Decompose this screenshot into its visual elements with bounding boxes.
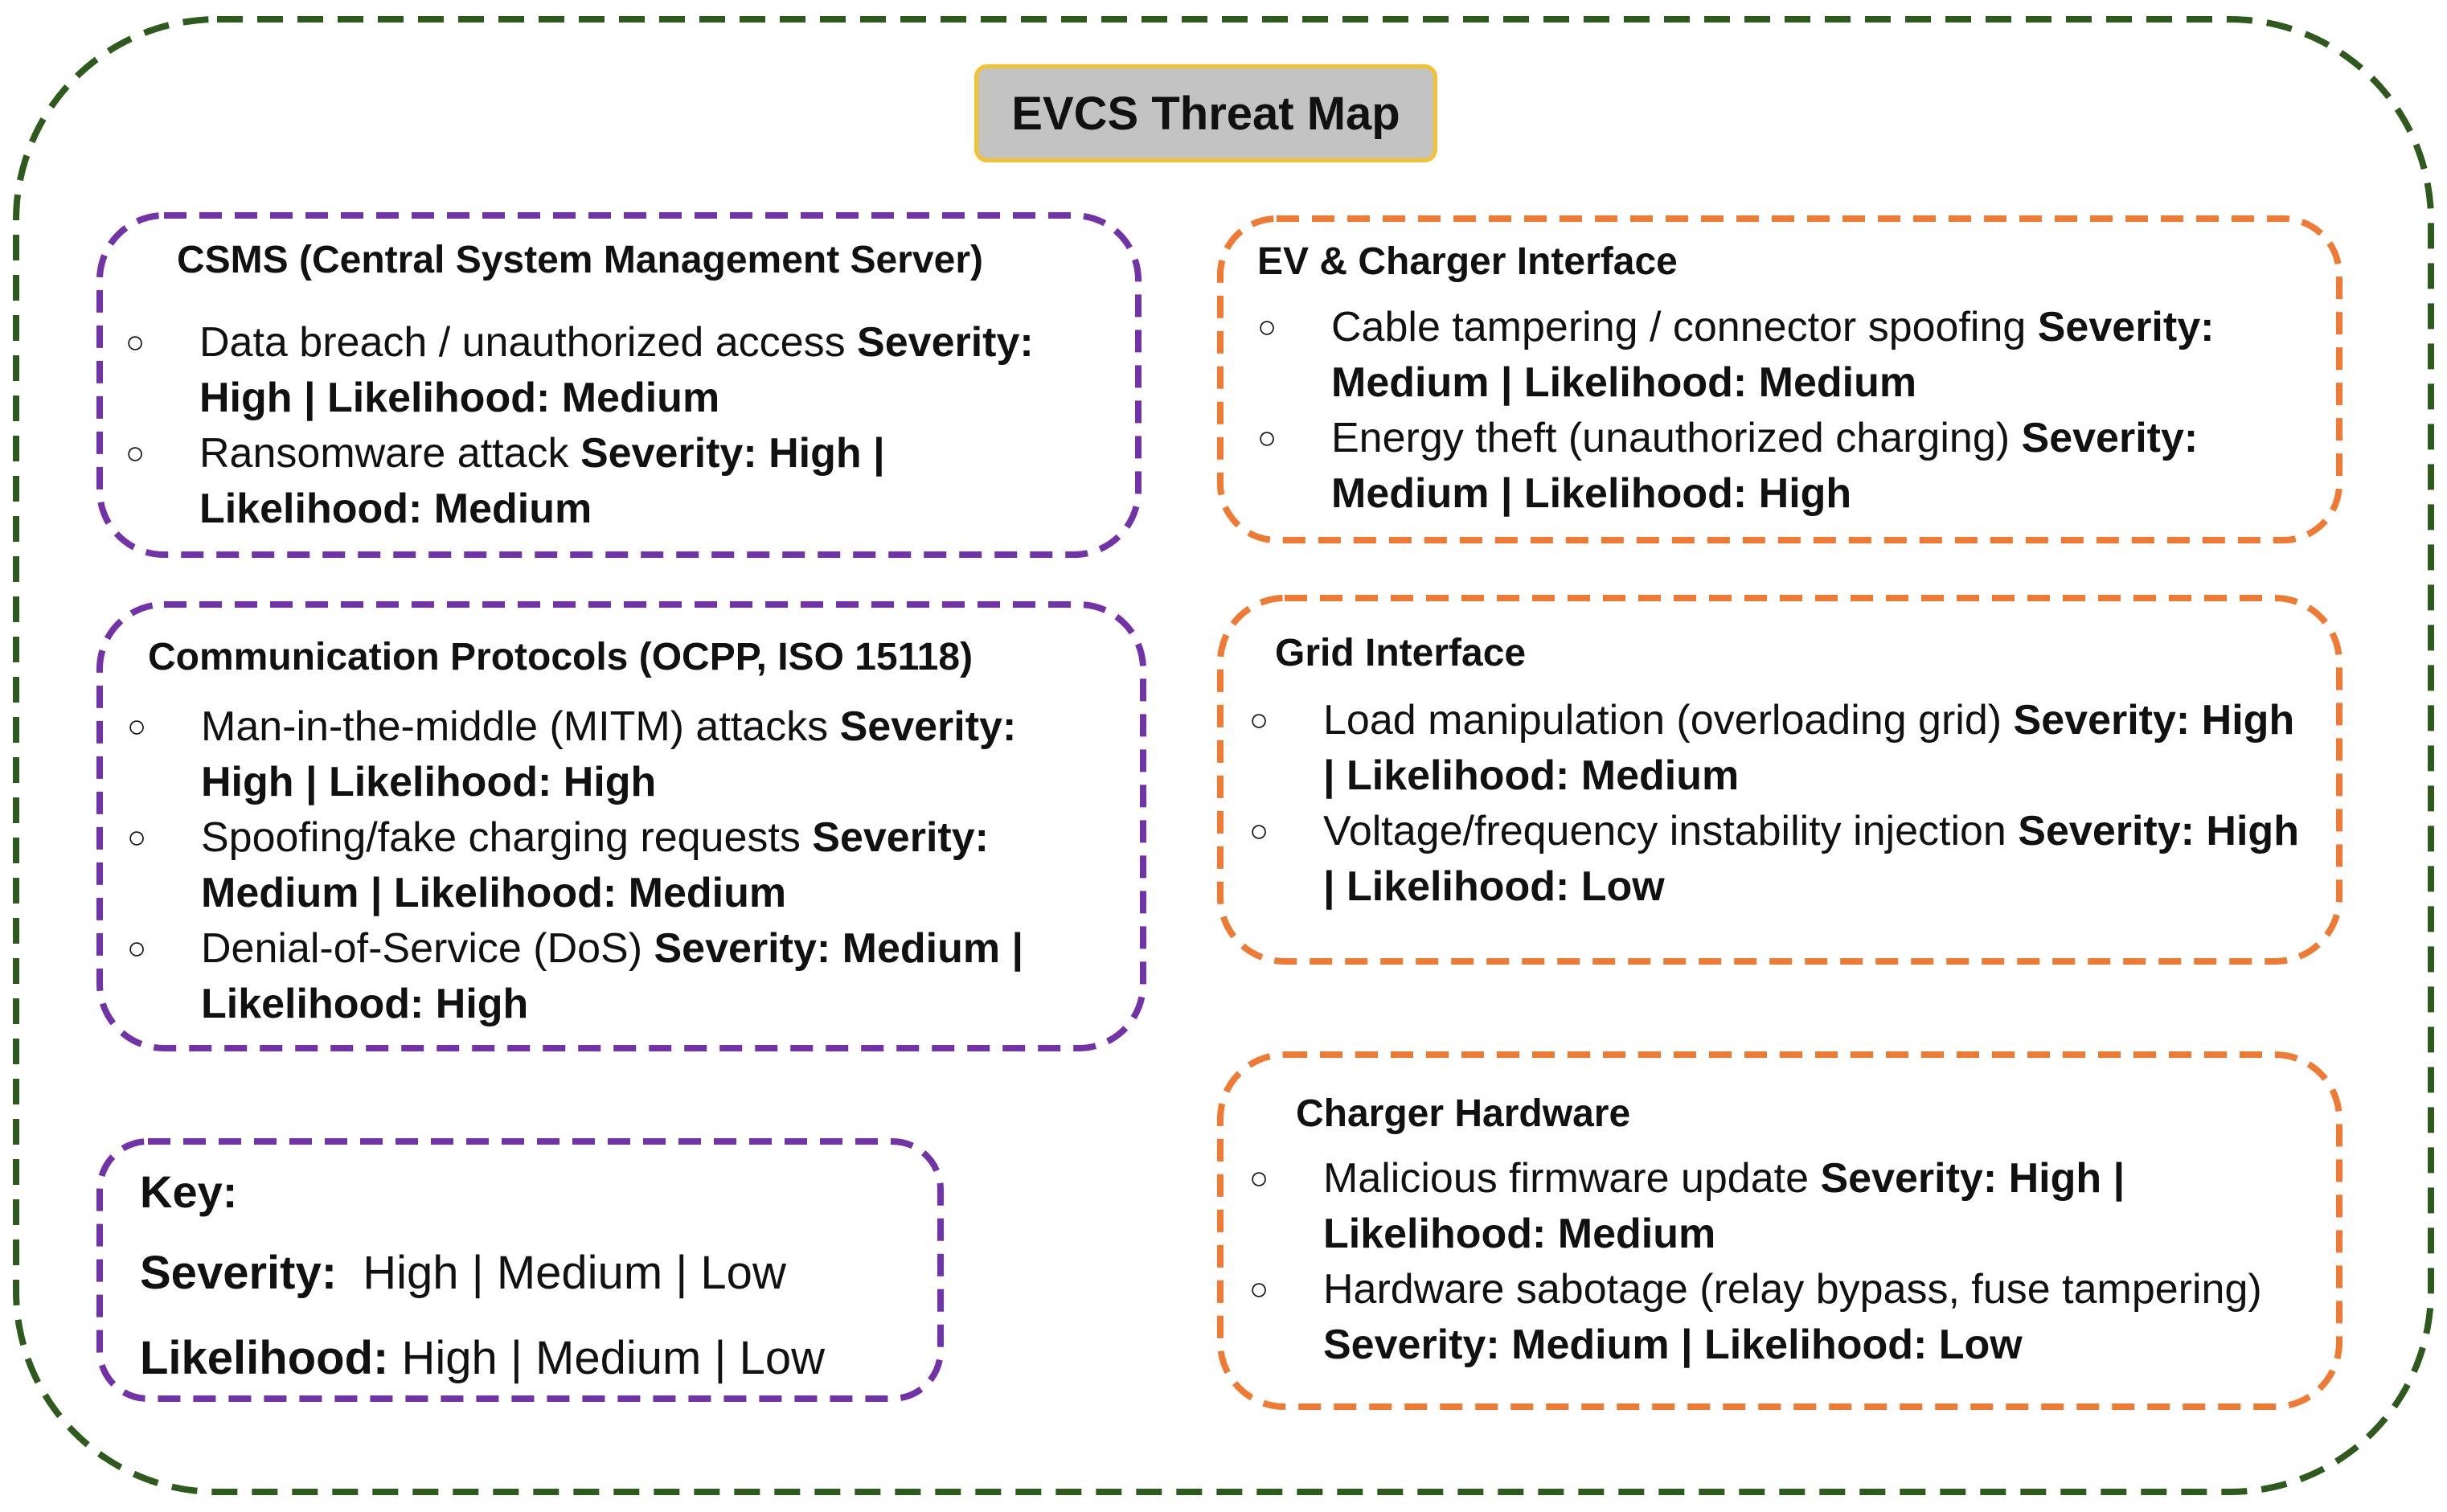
ev-heading: EV & Charger Interface	[1257, 240, 1678, 283]
list-item: ○ Voltage/frequency instability injection…	[1249, 804, 2312, 915]
bullet-icon: ○	[127, 709, 147, 744]
comm-heading: Communication Protocols (OCPP, ISO 15118…	[148, 636, 973, 678]
list-item: ○ Spoofing/fake charging requests Severit…	[127, 810, 1109, 921]
bullet-icon: ○	[1249, 813, 1269, 849]
bullet-icon: ○	[1257, 420, 1277, 456]
csms-box-border	[96, 212, 1142, 558]
threat-text: Ransomware attack	[199, 430, 580, 477]
list-item: ○ Man-in-the-middle (MITM) attacks Severi…	[127, 699, 1109, 810]
bullet-icon: ○	[1257, 309, 1277, 345]
grid-threat-list: ○ Load manipulation (overloading grid) Se…	[1249, 693, 2312, 915]
ev-threat-list: ○ Cable tampering / connector spoofing Se…	[1257, 300, 2312, 522]
ev-box-border	[1217, 215, 2342, 543]
key-severity-label: Severity:	[140, 1247, 338, 1299]
threat-text: Data breach / unauthorized access	[199, 319, 858, 366]
key-likelihood-label: Likelihood:	[140, 1332, 389, 1384]
threat-rating: Severity: High | Likelihood: Medium	[199, 430, 885, 532]
bullet-icon: ○	[1249, 703, 1269, 738]
list-item: ○ Data breach / unauthorized access Sever…	[125, 315, 1108, 426]
csms-heading: CSMS (Central System Management Server)	[177, 239, 983, 281]
bullet-icon: ○	[127, 931, 147, 966]
list-item: ○ Hardware sabotage (relay bypass, fuse t…	[1249, 1262, 2320, 1373]
threat-rating: Severity: Medium | Likelihood: Medium	[1331, 304, 2215, 406]
threat-text: Man-in-the-middle (MITM) attacks	[201, 703, 840, 750]
key-likelihood-values: High | Medium | Low	[401, 1332, 826, 1384]
outer-frame	[13, 16, 2434, 1495]
list-item: ○ Load manipulation (overloading grid) Se…	[1249, 693, 2312, 804]
threat-rating: Severity: High | Likelihood: Low	[1323, 808, 2299, 910]
list-item: ○ Malicious firmware update Severity: Hig…	[1249, 1151, 2320, 1262]
list-item: ○ Cable tampering / connector spoofing Se…	[1257, 300, 2312, 411]
threat-rating: Severity: Medium | Likelihood: High	[1331, 415, 2199, 517]
bullet-icon: ○	[125, 325, 146, 360]
threat-rating: Severity: High | Likelihood: Medium	[1323, 697, 2295, 799]
key-severity-row: Severity: High | Medium | Low	[140, 1246, 786, 1300]
hardware-threat-list: ○ Malicious firmware update Severity: Hig…	[1249, 1151, 2320, 1373]
key-box-border	[96, 1138, 944, 1402]
hardware-box-border	[1217, 1051, 2342, 1410]
threat-rating: Severity: High | Likelihood: Medium	[199, 319, 1034, 421]
key-title: Key:	[140, 1166, 238, 1217]
bullet-icon: ○	[1249, 1272, 1269, 1307]
threat-rating: Severity: Medium | Likelihood: High	[201, 925, 1024, 1027]
comm-threat-list: ○ Man-in-the-middle (MITM) attacks Severi…	[127, 699, 1109, 1032]
hardware-heading: Charger Hardware	[1296, 1092, 1631, 1135]
threat-text: Hardware sabotage (relay bypass, fuse ta…	[1323, 1266, 2262, 1313]
bullet-icon: ○	[1249, 1161, 1269, 1196]
list-item: ○ Ransomware attack Severity: High | Like…	[125, 426, 1108, 537]
threat-text: Cable tampering / connector spoofing	[1331, 304, 2038, 350]
grid-box-border	[1217, 595, 2342, 965]
threat-rating: Severity: Medium | Likelihood: Low	[1323, 1321, 2023, 1368]
threat-text: Malicious firmware update	[1323, 1155, 1821, 1202]
list-item: ○ Energy theft (unauthorized charging) Se…	[1257, 411, 2312, 522]
key-severity-values: High | Medium | Low	[363, 1247, 786, 1299]
bullet-icon: ○	[125, 436, 146, 471]
bullet-icon: ○	[127, 820, 147, 855]
threat-text: Energy theft (unauthorized charging)	[1331, 415, 2022, 461]
csms-threat-list: ○ Data breach / unauthorized access Sever…	[125, 315, 1108, 537]
threat-text: Load manipulation (overloading grid)	[1323, 697, 2014, 744]
threat-rating: Severity: High | Likelihood: Medium	[1323, 1155, 2125, 1257]
comm-box-border	[96, 601, 1146, 1051]
threat-rating: Severity: High | Likelihood: High	[201, 703, 1017, 805]
key-likelihood-row: Likelihood: High | Medium | Low	[140, 1331, 825, 1385]
threat-rating: Severity: Medium | Likelihood: Medium	[201, 814, 989, 916]
threat-text: Voltage/frequency instability injection	[1323, 808, 2019, 854]
threat-text: Denial-of-Service (DoS)	[201, 925, 654, 972]
grid-heading: Grid Interface	[1275, 632, 1527, 674]
threat-text: Spoofing/fake charging requests	[201, 814, 813, 861]
diagram-title: EVCS Threat Map	[974, 64, 1437, 162]
list-item: ○ Denial-of-Service (DoS) Severity: Mediu…	[127, 921, 1109, 1032]
